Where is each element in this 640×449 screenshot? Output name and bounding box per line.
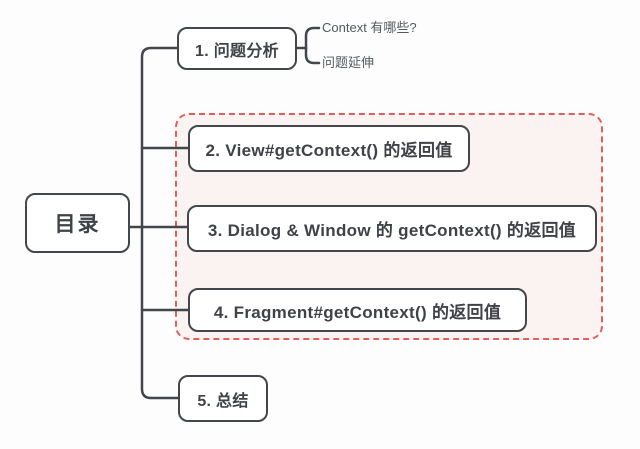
root-node-label: 目录 — [54, 213, 101, 236]
branch-node-2: 2. View#getContext() 的返回值 — [188, 125, 470, 172]
subtopic-question-extension: 问题延伸 — [322, 55, 375, 70]
branch-node-2-label: 2. View#getContext() 的返回值 — [205, 141, 453, 160]
connector-trunk — [140, 46, 180, 400]
root-node-topic: 目录 — [25, 193, 130, 253]
branch-node-1: 1. 问题分析 — [177, 27, 297, 70]
connector-branch1-sub1 — [304, 26, 321, 50]
branch-node-3-label: 3. Dialog & Window 的 getContext() 的返回值 — [207, 221, 577, 240]
branch-node-4: 4. Fragment#getContext() 的返回值 — [188, 288, 527, 332]
subtopic-context-types: Context 有哪些? — [322, 20, 417, 35]
connector-branch1-sub2 — [304, 46, 321, 65]
branch-node-5-label: 5. 总结 — [197, 392, 249, 410]
branch-node-3: 3. Dialog & Window 的 getContext() 的返回值 — [187, 205, 597, 252]
branch-node-1-label: 1. 问题分析 — [195, 42, 279, 60]
branch-node-5: 5. 总结 — [178, 375, 268, 422]
branch-node-4-label: 4. Fragment#getContext() 的返回值 — [213, 302, 502, 322]
